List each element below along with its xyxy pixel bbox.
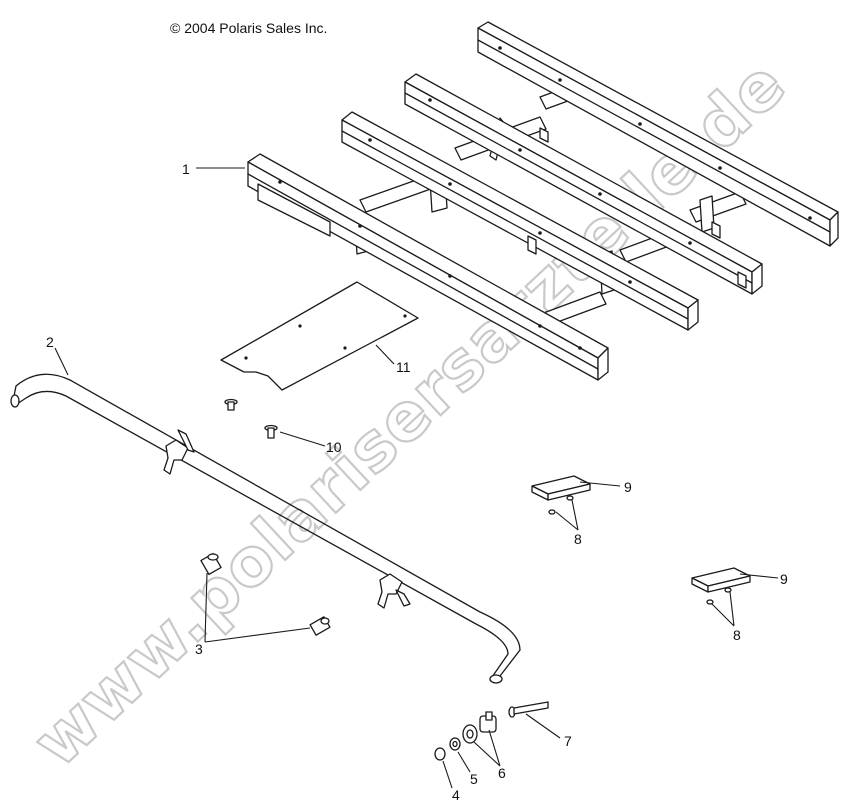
screw [548,495,732,605]
bumper-bar [10,373,521,684]
end-cap [309,616,331,636]
nut [434,747,446,761]
washer [449,737,461,751]
frame-rail-assembly [247,21,839,381]
frame-rail [341,111,699,331]
callout-3: 3 [195,641,203,657]
callout-labels: 1 2 3 4 5 6 7 8 8 9 9 10 11 [46,161,788,803]
callout-4: 4 [452,787,460,803]
end-cap [200,552,222,576]
callout-9-lower: 9 [780,571,788,587]
mounting-plate [531,475,591,501]
floor-plate [220,281,419,391]
callout-5: 5 [470,771,478,787]
callout-1: 1 [182,161,190,177]
callout-9-upper: 9 [624,479,632,495]
copyright-notice: © 2004 Polaris Sales Inc. [170,20,328,36]
callout-6: 6 [498,765,506,781]
frame-rail [404,73,763,295]
callout-2: 2 [46,334,54,350]
frame-rail [247,153,609,381]
callout-8-lower: 8 [733,627,741,643]
callout-8-upper: 8 [574,531,582,547]
callout-10: 10 [326,439,342,455]
frame-rail [477,21,839,247]
clamp [479,711,497,733]
mounting-plate [691,567,751,593]
clamp [462,724,478,744]
callout-7: 7 [564,733,572,749]
screw [224,398,238,411]
leader-lines [54,167,779,789]
callout-11: 11 [396,359,411,375]
mount-bracket [527,127,747,289]
screw [264,424,278,439]
bolt [508,701,549,718]
